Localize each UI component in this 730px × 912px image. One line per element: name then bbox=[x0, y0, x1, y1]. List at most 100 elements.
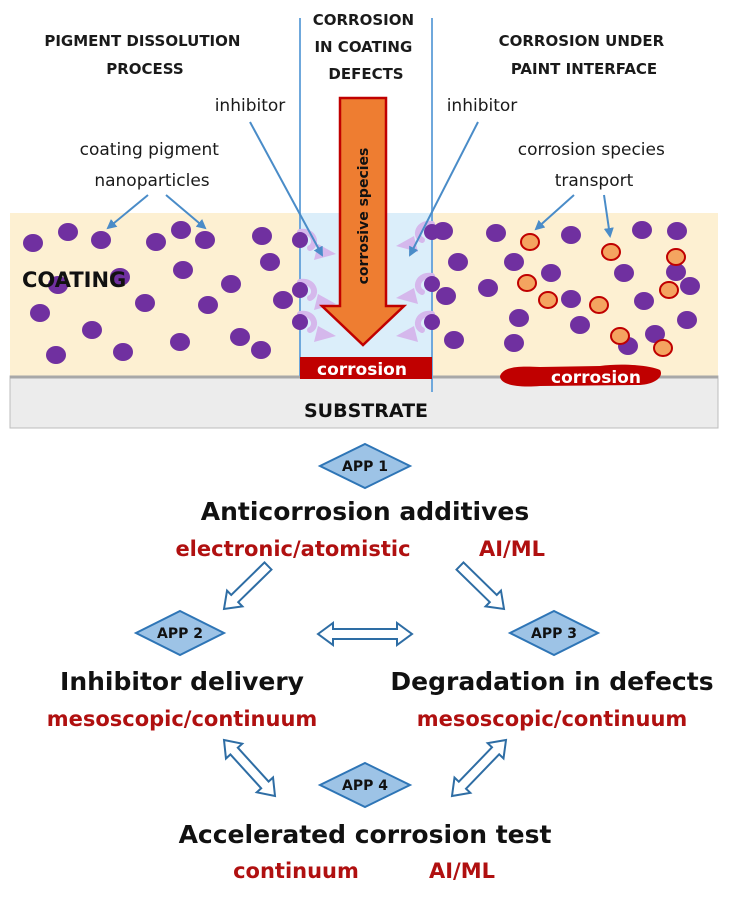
pigment-particle-dissolving bbox=[424, 276, 440, 292]
pigment-particle-dissolving bbox=[292, 232, 308, 248]
pigment-particle bbox=[486, 224, 506, 242]
app1-method-1: electronic/atomistic bbox=[175, 537, 410, 561]
pigment-particle bbox=[82, 321, 102, 339]
pigment-particle bbox=[173, 261, 193, 279]
header-center: CORROSION IN COATING DEFECTS bbox=[313, 11, 420, 83]
pigment-particle bbox=[46, 346, 66, 364]
header-right: CORROSION UNDER PAINT INTERFACE bbox=[499, 32, 670, 78]
arrow-app2-app4 bbox=[222, 738, 277, 798]
app2-title: Inhibitor delivery bbox=[60, 667, 304, 696]
inhibitor-arrow-head bbox=[314, 326, 336, 342]
arrow-app1-to-app3 bbox=[455, 561, 506, 611]
corrosive-species-label: corrosive species bbox=[356, 148, 372, 285]
corrosion-species-particle bbox=[659, 281, 679, 299]
app3-method-1: mesoscopic/continuum bbox=[417, 707, 688, 731]
pigment-particle bbox=[195, 231, 215, 249]
pigment-label: coating pigment nanoparticles bbox=[80, 140, 225, 191]
app2-badge: APP 2 bbox=[133, 609, 227, 657]
app1-title: Anticorrosion additives bbox=[201, 497, 530, 526]
pigment-particle bbox=[273, 291, 293, 309]
pigment-particle bbox=[561, 226, 581, 244]
corrosion-species-particle bbox=[517, 274, 537, 292]
pigment-particle bbox=[504, 253, 524, 271]
pigment-particle bbox=[680, 277, 700, 295]
arrow-app1-to-app2 bbox=[222, 561, 273, 611]
pigment-particle bbox=[146, 233, 166, 251]
pigment-particle bbox=[634, 292, 654, 310]
inhibitor-arrow-right bbox=[414, 310, 435, 333]
corrosion-species-particle bbox=[601, 243, 621, 261]
workflow-arrows bbox=[222, 561, 508, 798]
app2-method-1: mesoscopic/continuum bbox=[47, 707, 318, 731]
pigment-particle bbox=[260, 253, 280, 271]
inhibitor-arrow-left bbox=[297, 310, 318, 333]
pigment-particle bbox=[541, 264, 561, 282]
app4-title: Accelerated corrosion test bbox=[179, 820, 552, 849]
inhibitor-arrow-left bbox=[297, 278, 318, 301]
svg-text:APP 3: APP 3 bbox=[531, 626, 577, 642]
svg-text:APP 2: APP 2 bbox=[157, 626, 203, 642]
corrosion-deposit-defect bbox=[300, 357, 432, 379]
pigment-particle bbox=[171, 221, 191, 239]
inhibitor-label-right: inhibitor bbox=[447, 96, 518, 116]
arrow-app2-app3 bbox=[316, 621, 414, 647]
pigment-particle bbox=[58, 223, 78, 241]
inhibitor-arrow-head bbox=[396, 288, 418, 304]
corrosion-species-particle bbox=[666, 248, 686, 266]
inhibitor-release-arrows bbox=[292, 220, 440, 342]
pigment-particle bbox=[570, 316, 590, 334]
pigment-particle bbox=[677, 311, 697, 329]
app1-method-2: AI/ML bbox=[479, 537, 545, 561]
inhibitor-label-left: inhibitor bbox=[215, 96, 286, 116]
pigment-particle bbox=[135, 294, 155, 312]
svg-text:APP 4: APP 4 bbox=[342, 778, 388, 794]
pigment-particle-dissolving bbox=[424, 314, 440, 330]
corrosion-species-particle bbox=[610, 327, 630, 345]
pigment-particle bbox=[113, 343, 133, 361]
transport-label: corrosion species transport bbox=[518, 140, 671, 191]
corrosion-label-under: corrosion bbox=[551, 368, 641, 388]
pigment-particle bbox=[170, 333, 190, 351]
corrosion-species-particle bbox=[653, 339, 673, 357]
substrate-label: SUBSTRATE bbox=[304, 400, 428, 422]
pigment-particle bbox=[23, 234, 43, 252]
pigment-particle bbox=[666, 263, 686, 281]
app4-method-2: AI/ML bbox=[429, 859, 495, 883]
inhibitor-arrow-head bbox=[396, 326, 418, 342]
pigment-particle bbox=[448, 253, 468, 271]
pigment-particle-dissolving bbox=[424, 224, 440, 240]
pigment-particle bbox=[561, 290, 581, 308]
corrosion-label-defect: corrosion bbox=[317, 360, 407, 380]
pigment-particle bbox=[221, 275, 241, 293]
pigment-particle bbox=[667, 222, 687, 240]
pointer-lines bbox=[106, 121, 614, 257]
pigment-particle bbox=[436, 287, 456, 305]
corrosive-species-arrow bbox=[318, 96, 408, 347]
corrosion-species bbox=[517, 233, 686, 357]
pigment-particle bbox=[252, 227, 272, 245]
pigment-particle bbox=[444, 331, 464, 349]
app3-title: Degradation in defects bbox=[390, 667, 713, 696]
corrosion-species-particle bbox=[589, 296, 609, 314]
pigment-particle bbox=[504, 334, 524, 352]
pigment-particle bbox=[632, 221, 652, 239]
pigment-particle bbox=[645, 325, 665, 343]
inhibitor-arrow-right bbox=[414, 220, 435, 243]
pigment-nanoparticles bbox=[23, 221, 700, 364]
corrosion-species-particle bbox=[520, 233, 540, 251]
pigment-particle-dissolving bbox=[292, 282, 308, 298]
pigment-particle bbox=[30, 304, 50, 322]
pigment-particle bbox=[48, 276, 68, 294]
pigment-particle bbox=[509, 309, 529, 327]
corrosion-species-particle bbox=[538, 291, 558, 309]
app4-method-1: continuum bbox=[233, 859, 359, 883]
pigment-particle bbox=[198, 296, 218, 314]
pigment-particle bbox=[230, 328, 250, 346]
corrosion-deposit-under bbox=[500, 364, 662, 387]
pigment-particle bbox=[478, 279, 498, 297]
app4-badge: APP 4 bbox=[317, 761, 413, 809]
svg-text:APP 1: APP 1 bbox=[342, 459, 388, 475]
inhibitor-arrow-head bbox=[314, 294, 336, 310]
pigment-particle bbox=[91, 231, 111, 249]
